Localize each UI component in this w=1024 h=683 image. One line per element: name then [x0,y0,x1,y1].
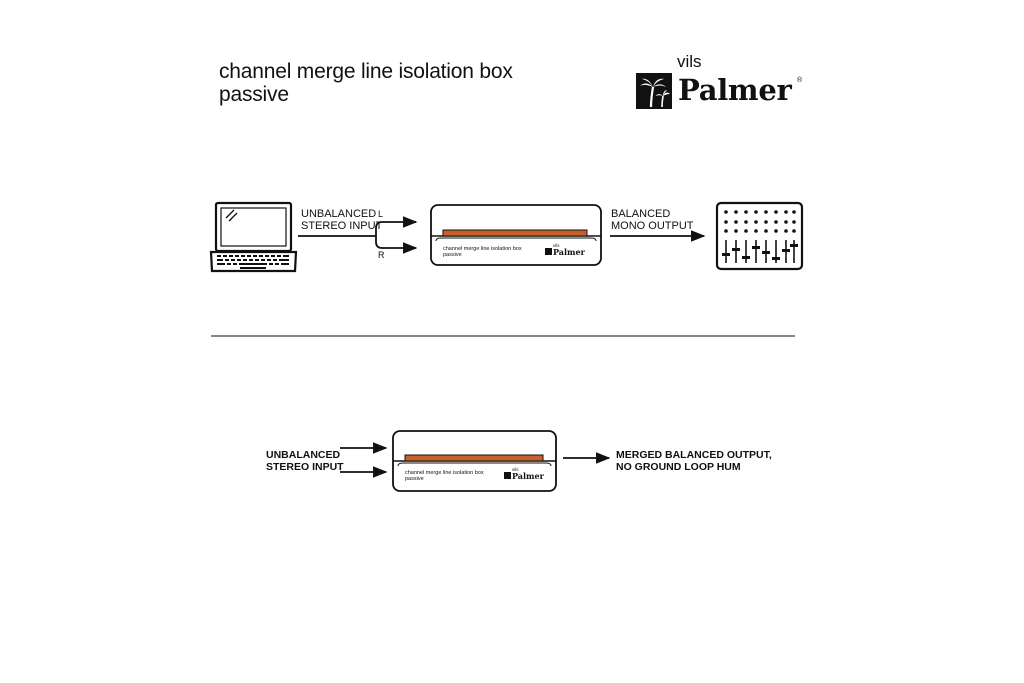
device-2-text-line-2: passive [405,476,424,482]
device-brand-name: Palmer [553,247,585,257]
device-2-brand-vils: vils [512,467,519,472]
merged-output-label-line-2: NO GROUND LOOP HUM [616,461,741,473]
stereo-input-label-line-1: UNBALANCED [266,449,341,461]
laptop-icon [209,201,298,273]
brand-name: Palmer [678,73,792,107]
device-2-brand-name: Palmer [512,471,544,481]
merged-output-label: MERGED BALANCED OUTPUT, NO GROUND LOOP H… [616,449,772,473]
device-logo-icon [545,248,552,255]
merged-output-label-line-1: MERGED BALANCED OUTPUT, [616,449,772,461]
mixer-icon [715,201,804,271]
device-2-text-line-1: channel merge line isolation box [405,470,484,476]
registered-mark: ® [797,77,803,84]
device-text-line-1: channel merge line isolation box [443,246,522,252]
device-text-line-2: passive [443,252,462,258]
device-2-logo-icon [504,472,511,479]
title-line-1: channel merge line isolation box [219,60,513,83]
device-brand-vils: vils [553,243,560,248]
page-title: channel merge line isolation box passive [219,60,513,106]
output-label-line-2: MONO OUTPUT [611,220,694,232]
palm-tree-icon [636,73,672,109]
input-label-line-2: STEREO INPUT [301,220,383,232]
title-line-2: passive [219,83,289,106]
right-channel-arrow [375,236,418,254]
channel-left-label: L [378,209,384,219]
input-label: UNBALANCED STEREO INPUT [301,208,382,232]
device-2-text: channel merge line isolation box passive [405,470,484,482]
stereo-input-label-line-2: STEREO INPUT [266,461,344,473]
merge-box-icon-2 [392,430,557,492]
output-label: BALANCED MONO OUTPUT [611,208,694,232]
left-channel-arrow [375,216,418,236]
output-label-line-1: BALANCED [611,208,671,220]
stereo-input-label: UNBALANCED STEREO INPUT [266,449,344,473]
merge-box-icon [430,204,602,266]
brand-logo: vils Palmer ® [636,52,811,112]
device-text: channel merge line isolation box passive [443,246,522,258]
brand-vils: vils [677,52,702,71]
channel-right-label: R [378,250,385,260]
input-label-line-1: UNBALANCED [301,208,377,220]
